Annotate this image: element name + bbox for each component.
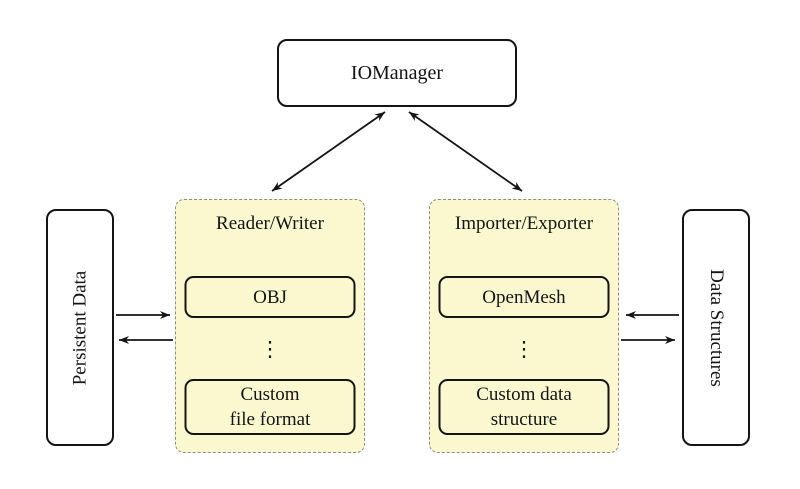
custom-data-structure-line2: structure bbox=[490, 409, 558, 430]
custom-file-format-box: Custom file format bbox=[184, 379, 356, 435]
persistent-data-label: Persistent Data bbox=[69, 270, 91, 385]
iomanager-box: IOManager bbox=[277, 39, 517, 107]
data-structures-box: Data Structures bbox=[682, 209, 750, 446]
openmesh-label: OpenMesh bbox=[482, 286, 566, 308]
reader-writer-group: Reader/Writer OBJ ⋮ Custom file format bbox=[175, 199, 365, 453]
openmesh-box: OpenMesh bbox=[438, 276, 610, 318]
persistent-data-box: Persistent Data bbox=[46, 209, 114, 446]
vertical-ellipsis: ⋮ bbox=[259, 337, 281, 361]
vertical-ellipsis: ⋮ bbox=[513, 337, 535, 361]
custom-data-structure-box: Custom data structure bbox=[438, 379, 610, 435]
custom-data-structure-line1: Custom data bbox=[476, 384, 572, 405]
obj-label: OBJ bbox=[253, 286, 287, 308]
iomanager-label: IOManager bbox=[350, 61, 444, 84]
data-structures-label: Data Structures bbox=[706, 268, 727, 387]
arrow-iomanager-readerwriter bbox=[271, 111, 386, 192]
arrow-iomanager-importerexporter bbox=[408, 111, 523, 192]
custom-file-format-line2: file format bbox=[229, 409, 311, 430]
custom-file-format-line1: Custom bbox=[240, 384, 300, 405]
importer-exporter-title: Importer/Exporter bbox=[454, 213, 594, 234]
reader-writer-title: Reader/Writer bbox=[216, 213, 324, 234]
obj-box: OBJ bbox=[184, 276, 356, 318]
importer-exporter-group: Importer/Exporter OpenMesh ⋮ Custom data… bbox=[429, 199, 619, 453]
